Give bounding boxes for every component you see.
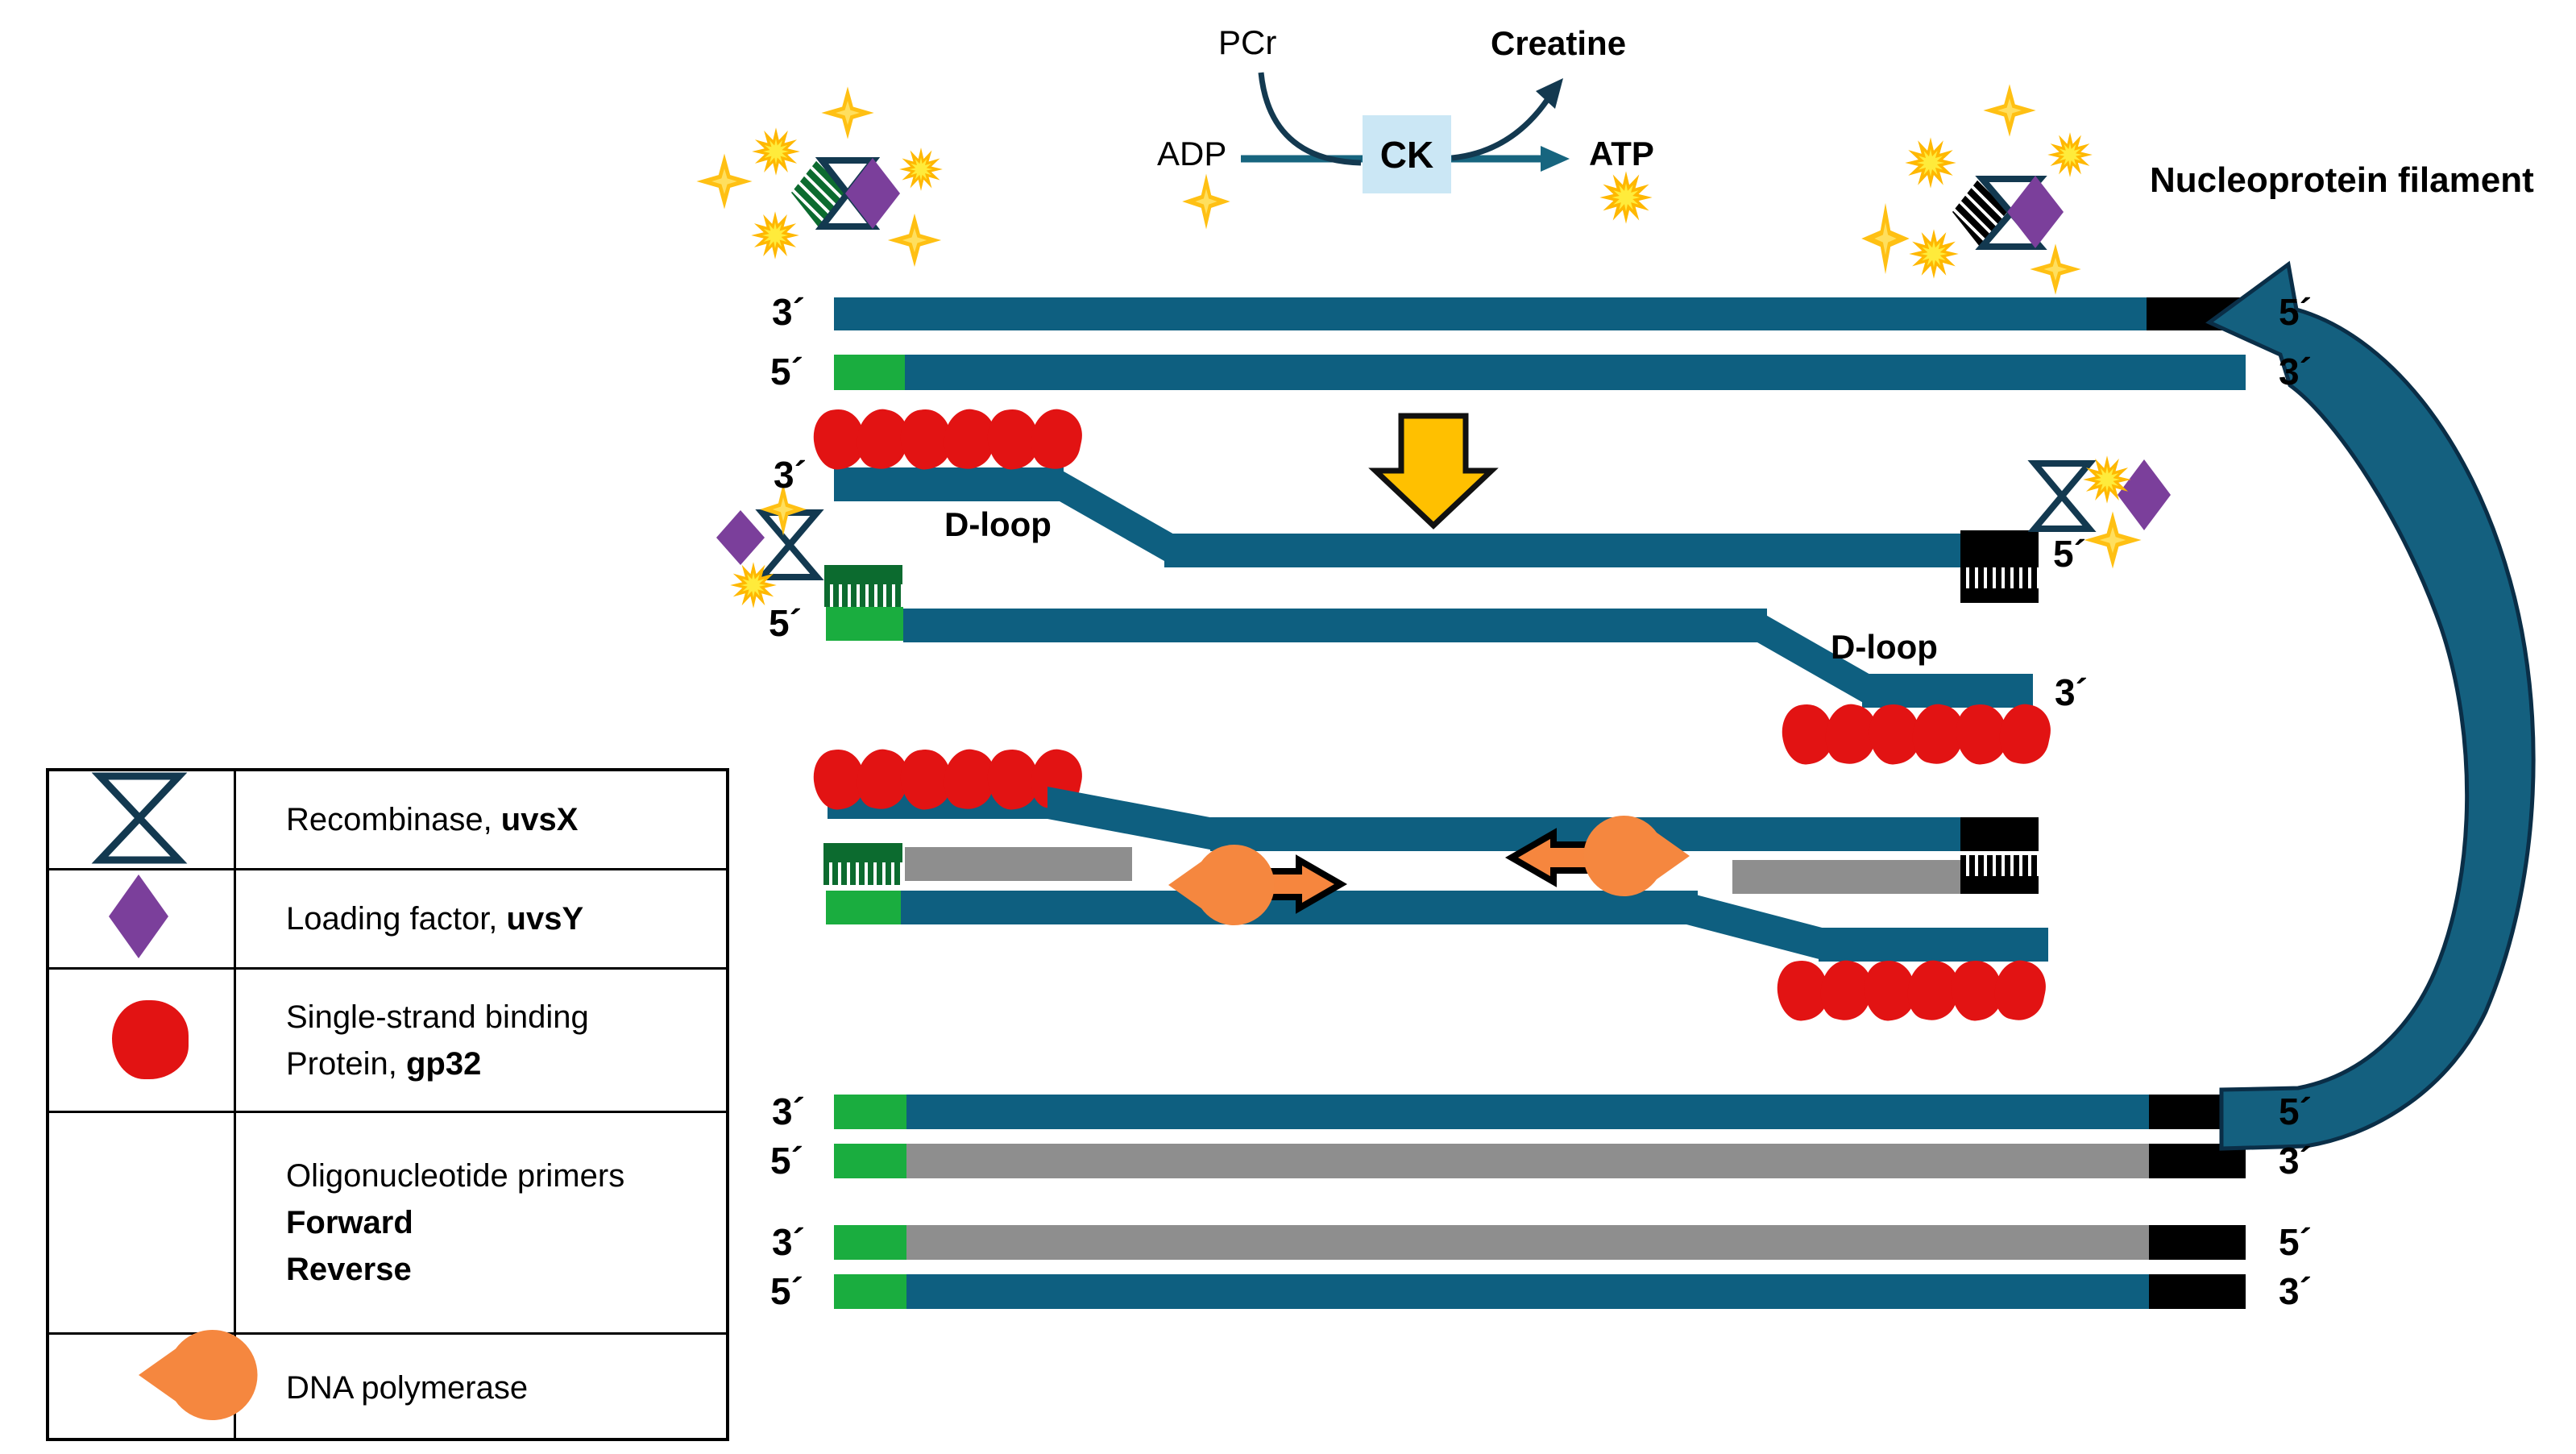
recombinase-hourglass-icon — [2027, 460, 2097, 532]
d-loop-label: D-loop — [1831, 628, 1938, 666]
gp32-blob-row — [810, 745, 1088, 814]
end-label: 3´ — [2279, 1270, 2312, 1312]
ck-enzyme-label: CK — [1379, 133, 1434, 176]
new-strand-forward — [905, 847, 1132, 881]
end-label: 5´ — [2053, 533, 2086, 575]
end-label: 3´ — [2279, 351, 2312, 393]
product-b-top-strand — [834, 1225, 2246, 1260]
end-label: 3´ — [772, 1221, 805, 1263]
end-label: 3´ — [772, 291, 805, 333]
product-a-top-strand — [834, 1095, 2246, 1129]
end-label: 3´ — [774, 454, 807, 496]
end-label: 5´ — [769, 602, 802, 644]
new-strand-reverse — [1732, 860, 1960, 894]
atp-star-icon — [2030, 243, 2081, 295]
atp-starburst-icon — [752, 127, 800, 176]
forward-primer-comb-icon — [824, 565, 902, 607]
end-label: 5´ — [2279, 291, 2312, 333]
legend-row-loading-factor: Loading factor, uvsY — [49, 870, 726, 970]
loading-factor-diamond-icon — [845, 158, 900, 229]
creatine-label: Creatine — [1491, 24, 1627, 62]
reverse-primer-comb-icon — [1960, 855, 2039, 894]
atp-star-icon — [2084, 511, 2142, 569]
atp-starburst-icon — [2047, 132, 2093, 177]
down-arrow — [1368, 413, 1499, 530]
pcr-label: PCr — [1218, 23, 1277, 61]
adp-atp-arrowhead — [1541, 146, 1570, 172]
end-label: 3´ — [2055, 671, 2088, 713]
atp-starburst-icon — [1909, 229, 1959, 279]
invaded-bottom-strand-right — [1862, 674, 2033, 708]
recombinase-hourglass-icon — [755, 509, 824, 580]
creatine-curve — [1451, 89, 1556, 161]
atp-star-icon — [821, 86, 874, 139]
atp-star-icon — [1182, 173, 1230, 230]
end-label: 5´ — [770, 1270, 803, 1312]
forward-primer-comb-icon — [823, 843, 902, 885]
creatine-arrowhead — [1536, 78, 1563, 109]
recombinase-hourglass-icon — [49, 771, 236, 868]
extension-bottom-strand-right — [1819, 928, 2048, 962]
product-a-bottom-strand — [834, 1144, 2246, 1178]
atp-starburst-icon — [1905, 137, 1956, 189]
atp-label: ATP — [1589, 135, 1654, 172]
reverse-primer-site — [1960, 817, 2039, 851]
nucleoprotein-filament-label: Nucleoprotein filament — [2150, 160, 2534, 200]
atp-star-icon — [696, 153, 753, 210]
gp32-blob-icon — [49, 970, 236, 1111]
invaded-top-strand-left — [834, 467, 1064, 501]
end-label: 5´ — [2279, 1221, 2312, 1263]
atp-star-icon — [1983, 84, 2036, 137]
adp-label: ADP — [1157, 135, 1227, 172]
end-label: 5´ — [770, 1140, 803, 1182]
legend-table: Recombinase, uvsX Loading factor, uvsY S… — [46, 768, 729, 1441]
end-label: 3´ — [2279, 1140, 2312, 1182]
atp-starburst-icon — [899, 147, 943, 191]
reverse-primer-filament-icon — [1952, 177, 2007, 247]
d-loop-label: D-loop — [944, 505, 1052, 543]
strand-diagonal — [1060, 469, 1176, 567]
gp32-blob-row — [1778, 700, 2056, 769]
loading-factor-diamond-icon — [716, 510, 765, 565]
atp-starburst-icon — [1599, 171, 1653, 224]
atp-starburst-icon — [751, 211, 799, 260]
atp-star-icon — [887, 213, 942, 268]
ck-enzyme-box: CK — [1363, 115, 1451, 193]
forward-primer-segment — [826, 891, 903, 924]
gp32-blob-row — [810, 405, 1088, 474]
loading-factor-diamond-icon — [2118, 459, 2171, 530]
forward-primer-site — [834, 355, 905, 390]
extension-bottom-strand-left — [901, 891, 1698, 924]
end-label: 3´ — [772, 1090, 805, 1132]
cycle-arrow — [2205, 260, 2536, 1151]
atp-starburst-icon — [2083, 455, 2131, 504]
gp32-blob-row — [1773, 956, 2051, 1025]
reverse-primer-comb-icon — [1960, 530, 2039, 603]
dna-polymerase-pacman-icon — [49, 1335, 236, 1441]
template-top-strand — [834, 297, 2246, 330]
end-label: 5´ — [770, 351, 803, 393]
end-label: 5´ — [2279, 1090, 2312, 1132]
template-bottom-strand — [834, 355, 2246, 390]
legend-row-recombinase: Recombinase, uvsX — [49, 771, 726, 870]
forward-primer-segment — [826, 607, 903, 641]
forward-primer-filament-icon — [791, 158, 846, 227]
invaded-bottom-strand-left — [903, 609, 1767, 642]
atp-star-icon — [1861, 202, 1910, 275]
pcr-curve — [1258, 72, 1362, 166]
extension-top-strand-right — [1210, 817, 1960, 851]
legend-row-polymerase: DNA polymerase — [49, 1335, 726, 1441]
loading-factor-diamond-icon — [2007, 176, 2064, 248]
product-b-bottom-strand — [834, 1274, 2246, 1309]
primer-comb-icons — [49, 1113, 236, 1332]
reverse-primer-site — [2147, 297, 2246, 330]
strand-diagonal — [1686, 892, 1828, 962]
loading-factor-diamond-icon — [49, 870, 236, 967]
invaded-top-strand-right — [1164, 534, 1960, 567]
